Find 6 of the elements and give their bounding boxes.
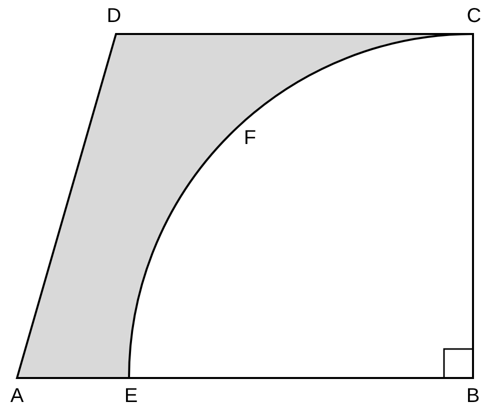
point-label: F [244, 128, 256, 148]
point-label: B [466, 386, 480, 406]
point-label: A [10, 386, 24, 406]
point-label: E [124, 386, 138, 406]
point-label: C [466, 6, 482, 26]
point-label: D [106, 6, 122, 26]
